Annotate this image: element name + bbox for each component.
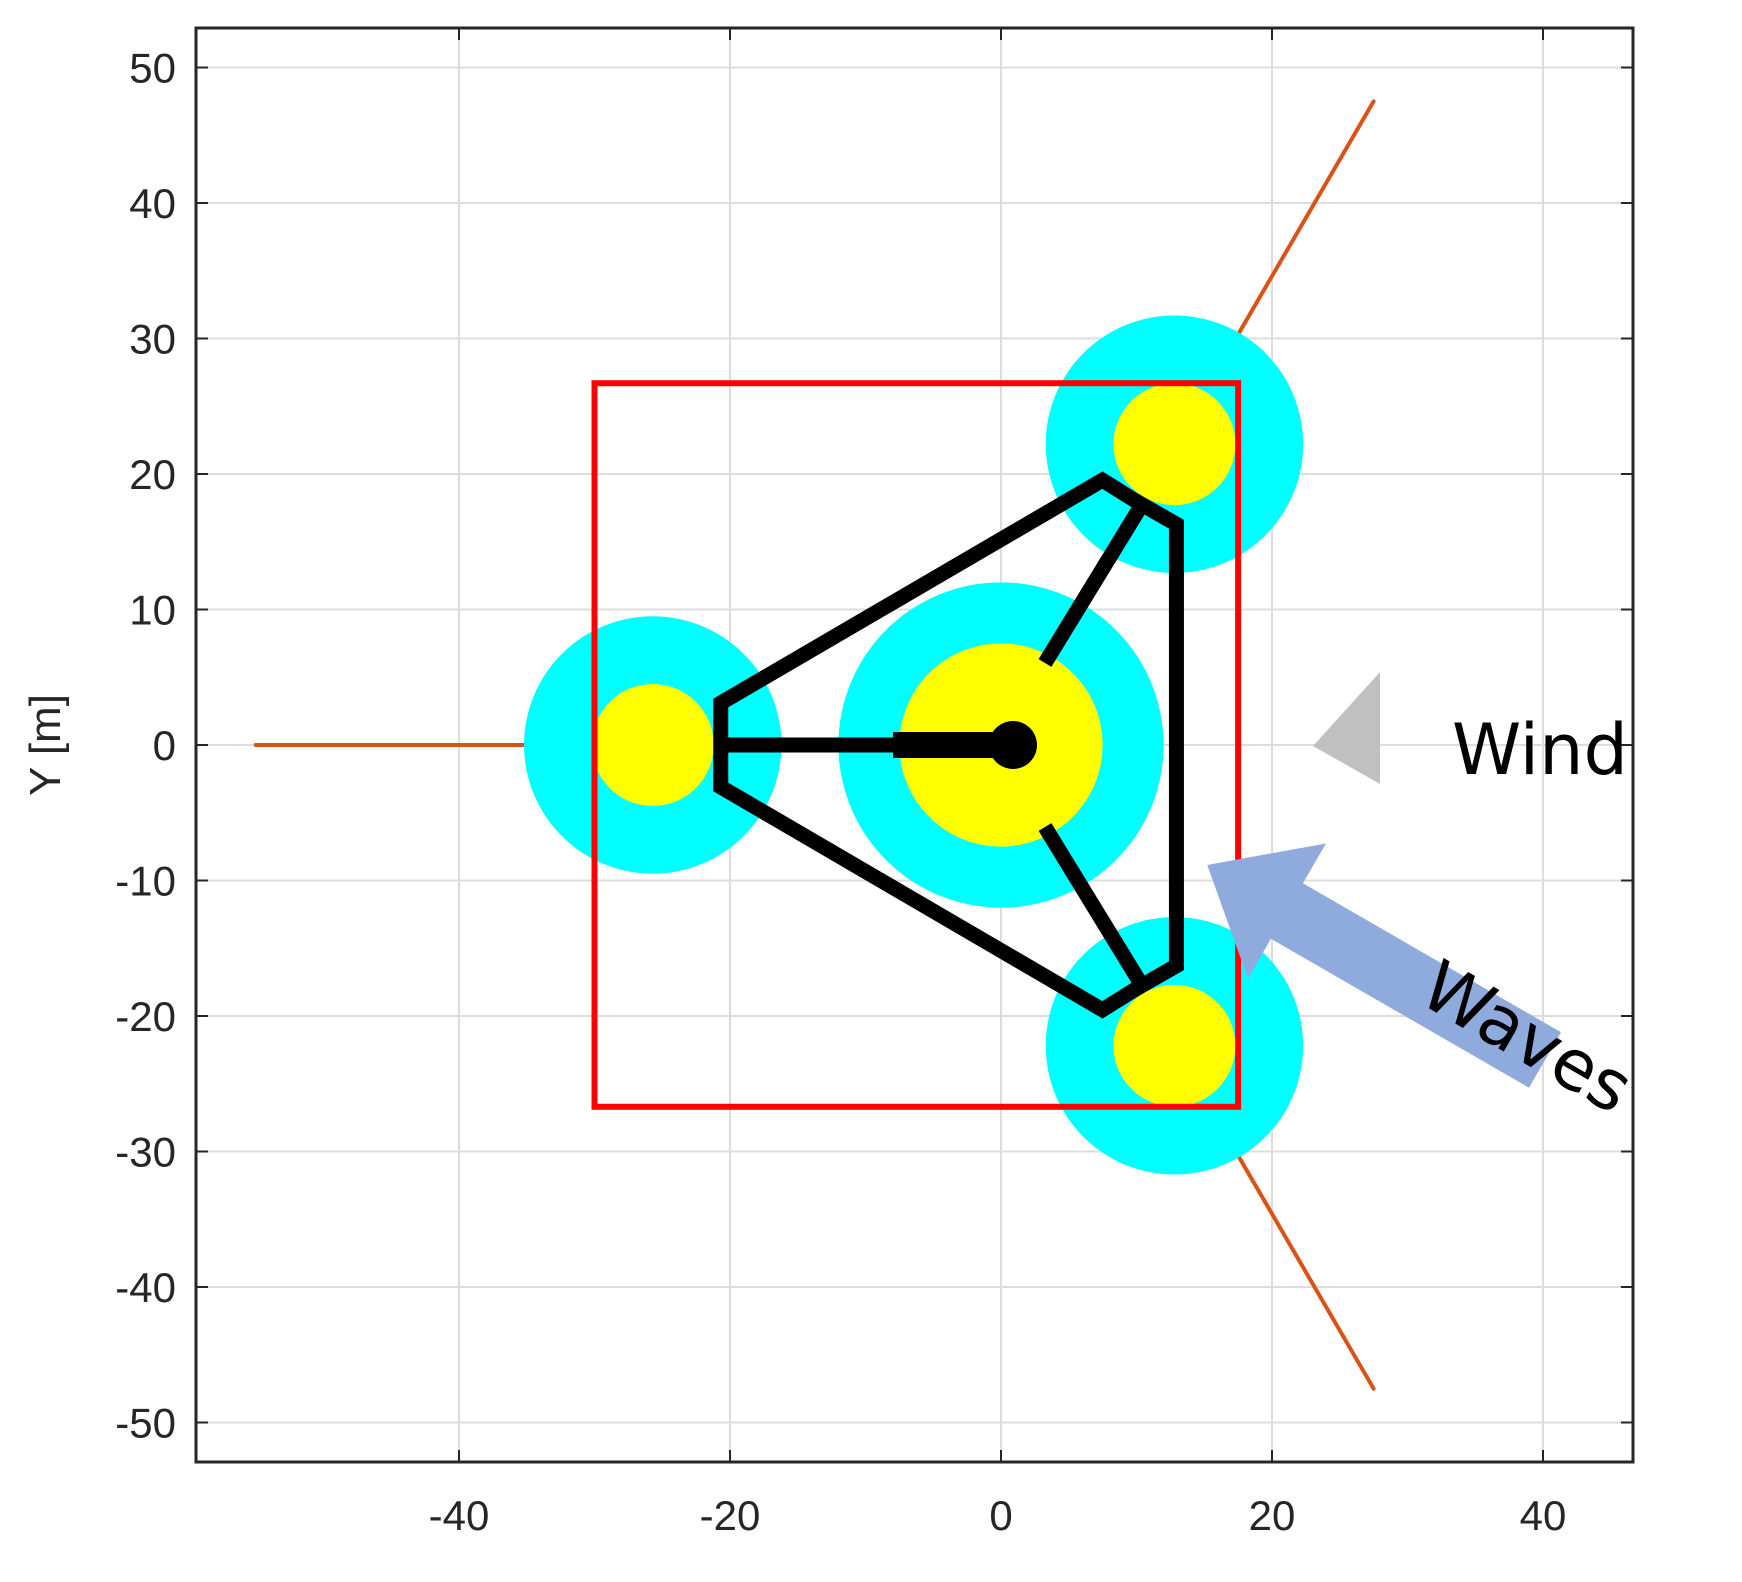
wind-arrow: Wind — [1313, 672, 1725, 791]
y-tick-label: -10 — [115, 858, 176, 905]
brace-bottom — [1038, 823, 1145, 984]
y-tick-label: -30 — [115, 1129, 176, 1176]
y-tick-label: 20 — [129, 451, 176, 498]
pontoon-triangle — [713, 471, 1184, 1019]
tick-labels: -40 -20 0 20 40 50 40 30 20 10 0 -10 -20 -30 -40 -50 — [115, 45, 1566, 1540]
x-tick-label: -20 — [700, 1492, 761, 1539]
boundary-rect — [591, 380, 1242, 1110]
y-tick-label: 30 — [129, 316, 176, 363]
y-tick-label: 10 — [129, 587, 176, 634]
x-tick-label: 40 — [1520, 1492, 1567, 1539]
boundary-box — [591, 380, 1242, 1110]
waves-arrow — [1207, 843, 1561, 1088]
column-inner-circle — [1113, 984, 1236, 1107]
y-tick-label: -50 — [115, 1400, 176, 1447]
column-circles — [524, 315, 1304, 1175]
y-tick-label: 40 — [129, 180, 176, 227]
y-tick-label: -20 — [115, 993, 176, 1040]
waves-arrow-shape — [1207, 843, 1561, 1088]
y-axis-label: Y [m] — [21, 694, 70, 796]
y-tick-label: 0 — [153, 722, 176, 769]
y-tick-label: -40 — [115, 1264, 176, 1311]
brace-top — [1038, 506, 1145, 667]
mooring-line — [1236, 1153, 1376, 1391]
column-inner-circle — [1113, 383, 1236, 506]
x-tick-label: -40 — [429, 1492, 490, 1539]
axes-frame — [194, 26, 1635, 1464]
mooring-line — [1236, 99, 1376, 337]
wind-label: Wind — [1452, 709, 1628, 791]
column-inner-circle — [591, 684, 714, 806]
x-tick-label: 0 — [989, 1492, 1012, 1539]
y-tick-label: 50 — [129, 45, 176, 92]
hub-dot — [989, 721, 1037, 769]
axes-border — [194, 26, 1635, 1464]
platform-frame — [713, 471, 1184, 1019]
mooring-lines — [253, 99, 1376, 1391]
x-tick-label: 20 — [1249, 1492, 1296, 1539]
